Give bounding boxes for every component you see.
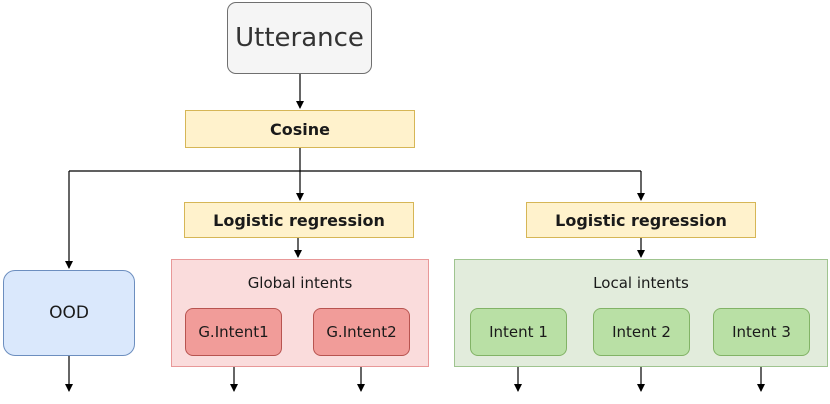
local-intents-title: Local intents: [593, 274, 689, 292]
local-intent-1-label: Intent 1: [489, 323, 548, 341]
cosine-label: Cosine: [270, 119, 330, 139]
logistic-regression-local-node: Logistic regression: [526, 202, 756, 238]
local-intent-2-label: Intent 2: [612, 323, 671, 341]
logistic-regression-global-node: Logistic regression: [184, 202, 414, 238]
global-intents-group: Global intents G.Intent1 G.Intent2: [171, 259, 429, 367]
global-intent-1-node: G.Intent1: [185, 308, 282, 356]
local-intent-3-node: Intent 3: [713, 308, 810, 356]
ood-label: OOD: [49, 303, 89, 323]
local-intent-1-node: Intent 1: [470, 308, 567, 356]
local-intents-group: Local intents Intent 1 Intent 2 Intent 3: [454, 259, 828, 367]
global-intent-2-node: G.Intent2: [313, 308, 410, 356]
utterance-node: Utterance: [227, 2, 372, 74]
global-intent-2-label: G.Intent2: [326, 323, 397, 341]
cosine-node: Cosine: [185, 110, 415, 148]
ood-node: OOD: [3, 270, 135, 356]
local-intent-2-node: Intent 2: [593, 308, 690, 356]
local-intent-3-label: Intent 3: [732, 323, 791, 341]
global-intents-title: Global intents: [247, 274, 353, 292]
logistic-regression-local-label: Logistic regression: [555, 210, 727, 230]
utterance-label: Utterance: [235, 23, 364, 53]
logistic-regression-global-label: Logistic regression: [213, 210, 385, 230]
global-intent-1-label: G.Intent1: [198, 323, 269, 341]
